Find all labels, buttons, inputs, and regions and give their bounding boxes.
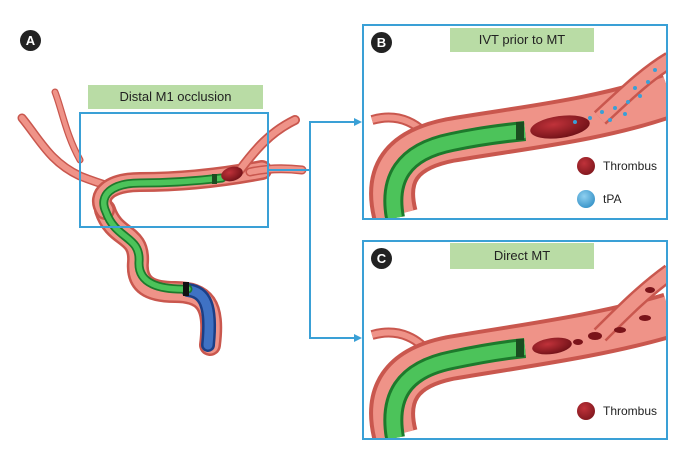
- legend-item-thrombus-c: Thrombus: [577, 402, 657, 420]
- legend-item-tpa: tPA: [577, 190, 621, 208]
- catheter-tip-marker-a: [212, 174, 217, 184]
- tpa-icon: [577, 190, 595, 208]
- legend-item-thrombus-b: Thrombus: [577, 157, 657, 175]
- panel-b-badge: B: [371, 32, 392, 53]
- panel-b-label: IVT prior to MT: [450, 28, 594, 52]
- catheter-marker-a: [183, 282, 189, 296]
- panel-b-vessels: [369, 52, 666, 218]
- legend-label: Thrombus: [603, 159, 658, 173]
- panel-c-badge: C: [371, 248, 392, 269]
- thrombus-c: [532, 337, 572, 355]
- panel-c-vessels: [369, 264, 666, 438]
- legend-label: Thrombus: [603, 404, 658, 418]
- panel-c-frame: [362, 240, 668, 440]
- panel-a-vessels: [17, 88, 307, 356]
- thrombus-a: [221, 166, 243, 182]
- panel-b-frame: [362, 24, 668, 220]
- thrombus-icon: [577, 402, 595, 420]
- legend-label: tPA: [603, 192, 622, 206]
- panel-a-label: Distal M1 occlusion: [88, 85, 263, 109]
- panel-c-label: Direct MT: [450, 243, 594, 269]
- arrowhead-c: [354, 334, 362, 342]
- arrowhead-b: [354, 118, 362, 126]
- panel-a-badge: A: [20, 30, 41, 51]
- connector-lines: [268, 121, 355, 339]
- thrombus-icon: [577, 157, 595, 175]
